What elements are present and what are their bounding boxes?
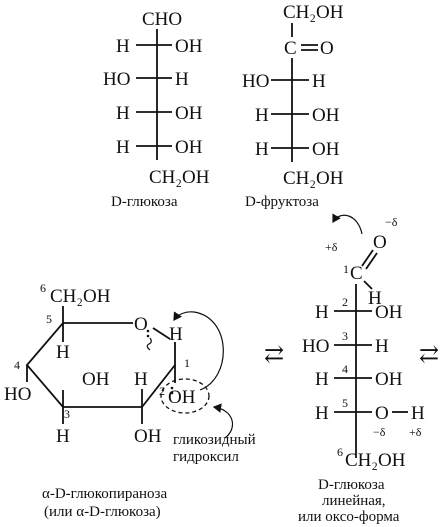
fructose-c5-left: H	[255, 139, 269, 160]
glucose-c4-left: H	[116, 103, 130, 124]
fructose-top: CH₂OH	[283, 2, 344, 23]
pyranose-num-6: 6	[40, 281, 46, 295]
fructose-c4-left: H	[255, 105, 269, 126]
pyranose-num-1: 1	[184, 356, 190, 370]
equilibrium-arrow-2: ⇄	[419, 342, 439, 368]
linear-c5-o-delta: −δ	[373, 425, 386, 439]
glucose-c4-right: OH	[175, 103, 203, 124]
pyranose-num-2: 2	[159, 384, 165, 398]
pyranose-caption-1: α-D-глюкопираноза	[42, 486, 167, 502]
pyranose-num-3: 3	[64, 407, 70, 421]
pyranose-num-4: 4	[14, 358, 20, 372]
linear-num-6: 6	[337, 445, 343, 459]
label-arrow	[212, 403, 234, 439]
glycosidic-label-1: гликозидный	[173, 432, 256, 448]
linear-caption-3: или оксо-форма	[298, 509, 400, 525]
glycosidic-label-2: гидроксил	[173, 449, 239, 465]
glucose-c2-right: OH	[175, 36, 203, 57]
linear-c4-left: H	[315, 369, 329, 390]
pyranose-c5-h: H	[56, 342, 70, 363]
pyranose-c3-h: H	[56, 426, 70, 447]
glucose-ch2oh: CH₂OH	[149, 167, 210, 188]
linear-caption-2: линейная,	[322, 493, 386, 509]
linear-c1-h: H	[368, 288, 382, 309]
fructose-c3-left: HO	[242, 71, 269, 92]
linear-c2-right: OH	[375, 302, 403, 323]
pyranose-caption-2: (или α-D-глюкоза)	[44, 504, 161, 520]
pyranose-ch2oh: CH₂OH	[50, 286, 111, 307]
fructose-c4-right: OH	[312, 105, 340, 126]
linear-o: O	[373, 232, 387, 253]
pyranose-ring-o: O	[134, 314, 148, 335]
pyranose-c2-h: H	[134, 369, 148, 390]
pyranose-num-5: 5	[46, 312, 52, 326]
linear-c2-left: H	[315, 302, 329, 323]
fructose-fischer: CH₂OH C O HO H H OH H OH CH₂OH D-фруктоз…	[242, 2, 344, 210]
fructose-caption: D-фруктоза	[245, 194, 319, 210]
fructose-carbonyl-o: O	[320, 38, 334, 59]
electron-arrow-1	[173, 311, 224, 391]
pyranose-c2-oh: OH	[134, 426, 162, 447]
glucose-c5-left: H	[116, 137, 130, 158]
fructose-carbonyl-c: C	[284, 38, 297, 59]
pyranose-ring	[25, 322, 176, 408]
glucose-cho: CHO	[142, 9, 182, 30]
linear-ch2oh: CH₂OH	[345, 450, 406, 471]
electron-arrow-2	[332, 213, 363, 235]
linear-caption-1: D-глюкоза	[318, 477, 385, 493]
linear-c5-h: H	[411, 403, 425, 424]
linear-delta-plus: +δ	[325, 240, 338, 254]
glucose-c2-left: H	[116, 36, 130, 57]
pyranose-c1-oh: OH	[168, 387, 196, 408]
equilibrium-arrow-1: ⇄	[264, 342, 284, 368]
glucose-c5-right: OH	[175, 137, 203, 158]
pyranose-c1-h: H	[169, 324, 183, 345]
linear-c1: C	[350, 263, 363, 284]
glucopyranose-haworth: 6 CH₂OH O 5 4 3 2 1 H H OH HO H H OH OH	[4, 281, 256, 520]
fructose-c3-right: H	[312, 71, 326, 92]
linear-c5-o: O	[375, 403, 389, 424]
linear-num-3: 3	[342, 329, 348, 343]
pyranose-c4-oh: OH	[82, 369, 110, 390]
glucose-c3-right: H	[175, 69, 189, 90]
linear-c5-h-delta: +δ	[409, 425, 422, 439]
glucose-linear-oxo: +δ 1 C O −δ H 2 H OH 3 HO H 4 H OH 5 H O…	[298, 213, 425, 525]
linear-c5-left: H	[315, 403, 329, 424]
linear-c3-right: H	[375, 336, 389, 357]
glucose-c3-left: HO	[103, 69, 130, 90]
linear-delta-minus: −δ	[385, 215, 398, 229]
fructose-ch2oh: CH₂OH	[283, 168, 344, 189]
linear-c1-num: 1	[343, 262, 349, 276]
linear-c3-left: HO	[302, 336, 329, 357]
pyranose-c4-ho: HO	[4, 384, 31, 405]
linear-num-2: 2	[342, 295, 348, 309]
linear-num-4: 4	[342, 362, 348, 376]
fructose-c5-right: OH	[312, 139, 340, 160]
linear-c4-right: OH	[375, 369, 403, 390]
linear-num-5: 5	[342, 396, 348, 410]
glycosidic-oh-highlight	[160, 378, 210, 414]
glucose-fischer: CHO H OH HO H H OH H OH CH₂OH D-глюкоза	[103, 9, 210, 210]
glucose-caption: D-глюкоза	[111, 194, 178, 210]
